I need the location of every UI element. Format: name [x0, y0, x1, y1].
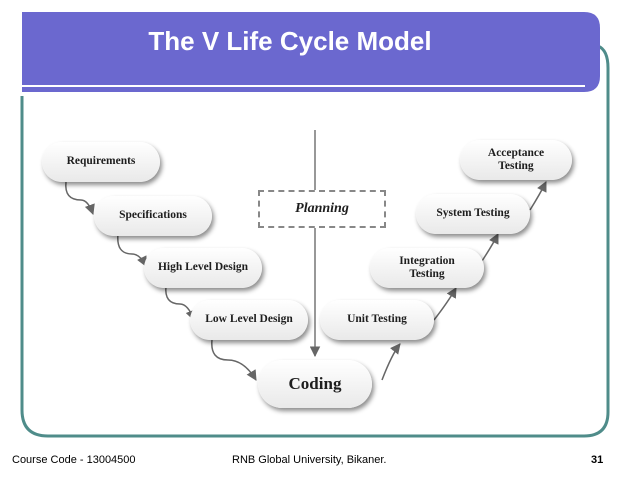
- connector-coding-unit: [381, 343, 401, 381]
- node-label: Specifications: [119, 209, 187, 222]
- node-coding: Coding: [258, 360, 372, 408]
- connector-lld-coding: [211, 339, 257, 381]
- node-unit-testing: Unit Testing: [320, 300, 434, 340]
- v-model-diagram: Planning Requirements Specifications Hig…: [36, 122, 596, 422]
- node-high-level-design: High Level Design: [144, 248, 262, 288]
- node-label: Unit Testing: [347, 313, 407, 326]
- node-requirements: Requirements: [42, 142, 160, 182]
- node-label: High Level Design: [157, 261, 249, 274]
- slide-title: The V Life Cycle Model: [148, 26, 432, 56]
- footer-university: RNB Global University, Bikaner.: [232, 454, 387, 466]
- footer-course-code: Course Code - 13004500: [12, 454, 136, 466]
- connector-spec-hld: [117, 233, 147, 267]
- node-system-testing: System Testing: [416, 194, 530, 234]
- planning-label: Planning: [295, 201, 349, 216]
- node-label: Low Level Design: [205, 313, 293, 326]
- connector-lines: [65, 130, 547, 381]
- header-banner: [22, 12, 600, 92]
- connector-unit-integ: [433, 287, 457, 321]
- connector-req-spec: [65, 181, 95, 215]
- page-number: 31: [591, 454, 604, 466]
- node-label: Integration Testing: [399, 254, 455, 280]
- node-integration-testing: Integration Testing: [370, 248, 484, 288]
- node-label: Acceptance Testing: [487, 146, 545, 172]
- node-label: Coding: [288, 374, 342, 394]
- node-label: System Testing: [436, 207, 510, 220]
- planning-box: Planning: [258, 190, 386, 228]
- node-specifications: Specifications: [94, 196, 212, 236]
- connector-integ-sys: [479, 233, 499, 265]
- content-border: [20, 44, 610, 438]
- node-low-level-design: Low Level Design: [190, 300, 308, 340]
- node-label: Requirements: [66, 155, 136, 168]
- node-acceptance-testing: Acceptance Testing: [460, 140, 572, 180]
- connector-sys-accept: [529, 181, 547, 211]
